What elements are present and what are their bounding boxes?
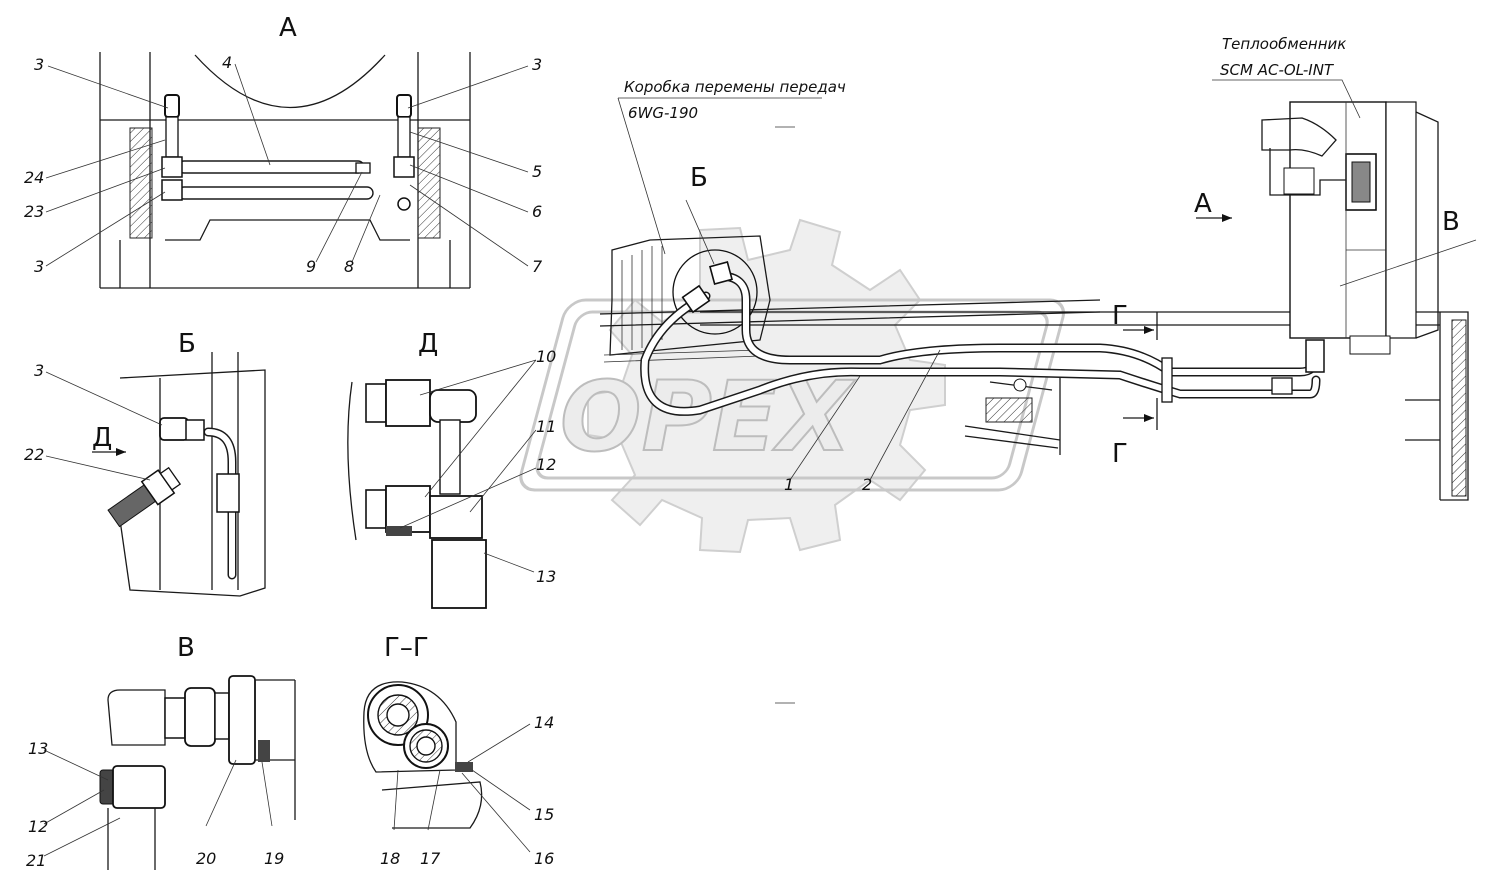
callout-17: 17 <box>420 849 441 868</box>
callout-3d: 3 <box>34 361 44 380</box>
cooler-note-line1: Теплообменник <box>1222 35 1346 53</box>
view-d: Д 10 11 12 13 <box>347 329 556 609</box>
callout-6: 6 <box>532 202 542 221</box>
view-d-title: Д <box>418 329 438 359</box>
callout-7: 7 <box>532 257 543 276</box>
callout-15: 15 <box>534 805 554 824</box>
callout-24: 24 <box>24 168 44 187</box>
callout-16: 16 <box>534 849 554 868</box>
view-a-arrow-label: А <box>1194 189 1212 219</box>
callout-13b: 13 <box>28 739 48 758</box>
main-assembly-view: Г Г А Б В Коробка перемены передач 6WG-1… <box>599 35 1477 704</box>
view-a-title: А <box>279 13 297 43</box>
heat-exchanger <box>1261 101 1439 355</box>
callout-3a: 3 <box>34 55 44 74</box>
view-v-arrow-label: В <box>1442 207 1460 237</box>
sensor-22 <box>107 466 182 528</box>
view-b: Б Д 3 22 <box>24 329 266 597</box>
view-gg-title: Г–Г <box>384 633 429 663</box>
watermark: OPEX <box>519 218 1065 554</box>
view-b-title: Б <box>178 329 196 359</box>
callout-2: 2 <box>862 475 872 494</box>
callout-21: 21 <box>26 851 46 870</box>
view-b-arrow-label: Б <box>690 163 708 193</box>
callout-3b: 3 <box>532 55 542 74</box>
cooler-note-line2: SCM AC-OL-INT <box>1220 61 1335 79</box>
callout-9: 9 <box>306 257 316 276</box>
hatched-plate-right <box>417 127 441 239</box>
view-v-title: В <box>177 633 195 663</box>
view-a: А 3 <box>24 13 543 289</box>
view-v: В 13 12 21 20 19 <box>26 633 296 870</box>
hose-a-lower <box>177 186 374 200</box>
callout-8: 8 <box>344 257 354 276</box>
callout-12b: 12 <box>28 817 48 836</box>
callout-1: 1 <box>784 475 794 494</box>
callout-3c: 3 <box>34 257 44 276</box>
gearbox-note-line2: 6WG-190 <box>628 104 698 122</box>
hatched-plate-left <box>129 127 153 239</box>
gearbox-note-line1: Коробка перемены передач <box>624 78 846 96</box>
callout-14: 14 <box>534 713 554 732</box>
callout-18: 18 <box>380 849 400 868</box>
callout-22: 22 <box>24 445 44 464</box>
view-d-arrow-label: Д <box>92 423 112 453</box>
watermark-frame-outer <box>519 298 1065 492</box>
view-gg: Г–Г 14 15 16 18 17 <box>363 633 554 868</box>
hose-a-upper <box>177 160 365 174</box>
callout-13a: 13 <box>536 567 556 586</box>
callout-12a: 12 <box>536 455 556 474</box>
section-g-top: Г <box>1112 301 1128 331</box>
callout-4: 4 <box>222 53 232 72</box>
callout-11: 11 <box>536 417 556 436</box>
callout-19: 19 <box>264 849 284 868</box>
callout-23: 23 <box>24 202 44 221</box>
callout-20: 20 <box>196 849 216 868</box>
callout-10: 10 <box>536 347 556 366</box>
fitting-b <box>159 417 189 441</box>
section-g-bottom: Г <box>1112 439 1128 469</box>
callout-5: 5 <box>532 162 542 181</box>
